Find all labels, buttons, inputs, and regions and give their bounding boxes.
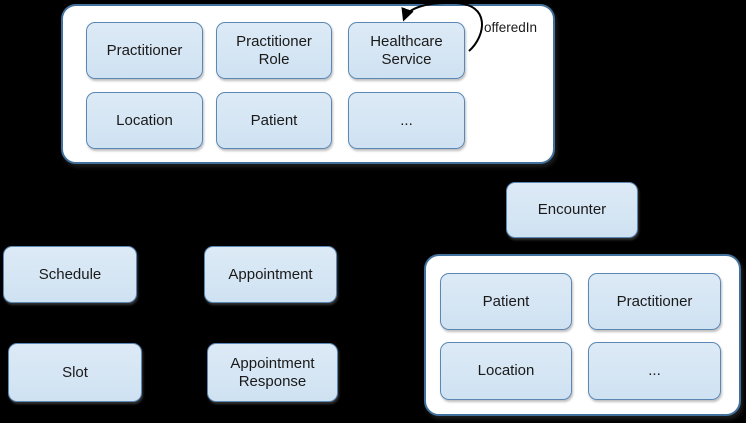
box-practitioner-encounter-label: Practitioner [616, 292, 693, 310]
box-appointment: Appointment [204, 246, 337, 303]
box-schedule: Schedule [3, 246, 137, 303]
box-location-encounter-label: Location [477, 362, 535, 380]
box-slot: Slot [8, 343, 142, 402]
box-encounter: Encounter [506, 182, 638, 238]
box-patient: Patient [216, 92, 332, 149]
box-ellipsis-top: ... [348, 92, 465, 149]
box-location-encounter: Location [440, 342, 572, 400]
box-patient-label: Patient [250, 111, 298, 129]
box-practitioner-encounter: Practitioner [588, 273, 721, 330]
box-slot-label: Slot [62, 363, 88, 381]
box-ellipsis-encounter: ... [588, 342, 721, 400]
box-location: Location [86, 92, 203, 149]
box-patient-encounter: Patient [440, 273, 572, 330]
box-ellipsis-top-label: ... [400, 111, 413, 129]
box-appointment-label: Appointment [228, 265, 313, 283]
offeredin-label: offeredIn [484, 20, 538, 35]
box-location-label: Location [116, 111, 173, 129]
box-encounter-label: Encounter [537, 201, 607, 219]
box-patient-encounter-label: Patient [482, 292, 530, 310]
box-practitioner: Practitioner [86, 22, 203, 79]
box-appointment-response: Appointment Response [207, 343, 338, 402]
box-practitioner-role: Practitioner Role [216, 22, 332, 79]
box-practitioner-label: Practitioner [106, 41, 183, 59]
box-appointment-response-label: Appointment Response [230, 355, 315, 390]
box-practitioner-role-label: Practitioner Role [236, 33, 312, 68]
box-healthcare-service-label: Healthcare Service [370, 33, 443, 68]
box-ellipsis-encounter-label: ... [648, 362, 661, 380]
box-schedule-label: Schedule [38, 265, 102, 283]
box-healthcare-service: Healthcare Service [348, 22, 465, 79]
